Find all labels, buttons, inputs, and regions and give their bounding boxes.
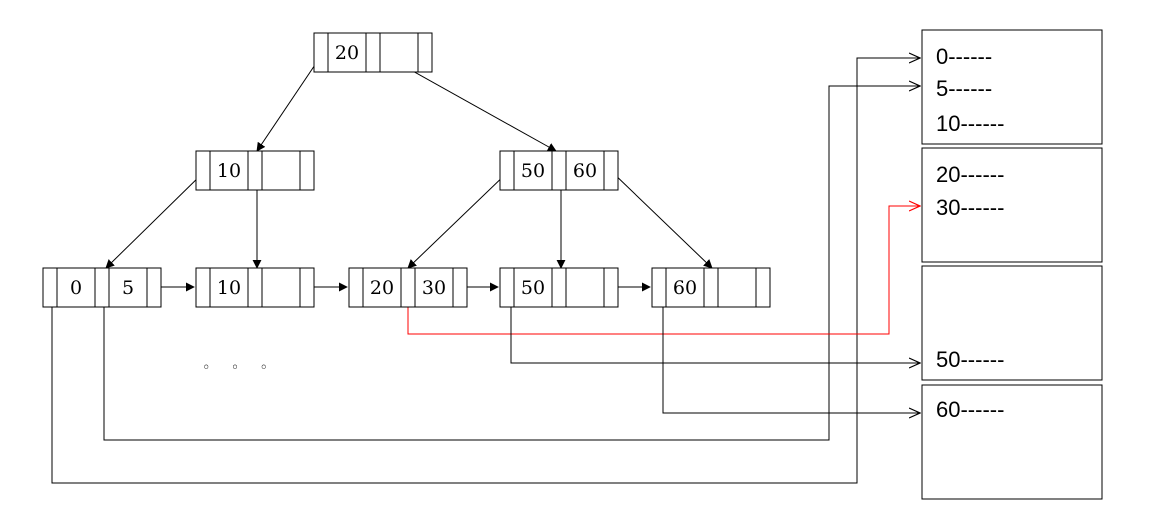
- internal-right-key-1: 50: [521, 160, 545, 182]
- leaf-5-key-1: 60: [673, 277, 697, 299]
- more-leaves-ellipsis: ◦ ◦ ◦: [202, 360, 276, 376]
- record-pointer-5: [103, 86, 920, 441]
- record-pointer-0: [51, 58, 920, 484]
- leaf-node-5: 60: [651, 267, 771, 308]
- data-page-1-record-3: 10------: [936, 111, 1004, 136]
- leaf-3-key-1: 20: [370, 277, 394, 299]
- edge-internal2-to-leaf5: [609, 169, 713, 269]
- data-page-2-record-2: 30------: [936, 195, 1004, 220]
- record-pointer-60: [662, 287, 920, 413]
- edge-internal2-to-leaf3: [407, 169, 511, 269]
- record-pointers: [51, 58, 920, 484]
- data-page-2-record-1: 20------: [936, 162, 1004, 187]
- data-page-1-record-2: 5------: [936, 76, 992, 101]
- data-page-4: 60------: [921, 384, 1103, 500]
- internal-node-right: 50 60: [499, 150, 619, 191]
- leaf-1-key-1: 0: [70, 277, 82, 299]
- root-node: 20: [313, 32, 433, 73]
- data-page-2: 20------ 30------: [921, 147, 1103, 263]
- data-page-1-record-1: 0------: [936, 44, 992, 69]
- leaf-node-1: 0 5: [42, 267, 162, 308]
- leaf-4-key-1: 50: [521, 277, 545, 299]
- leaf-3-key-2: 30: [422, 277, 446, 299]
- record-pointer-30: [407, 206, 920, 335]
- record-pointer-50: [510, 287, 920, 363]
- leaf-1-key-2: 5: [122, 277, 134, 299]
- data-page-4-record-1: 60------: [936, 397, 1004, 422]
- data-page-3: 50------: [921, 265, 1103, 381]
- data-page-1: 0------ 5------ 10------: [921, 29, 1103, 145]
- leaf-node-2: 10: [195, 267, 315, 308]
- leaf-2-key-1: 10: [217, 277, 241, 299]
- internal-node-left: 10: [195, 150, 315, 191]
- edge-internal1-to-leaf1: [105, 169, 207, 269]
- data-page-3-record-1: 50------: [936, 347, 1004, 372]
- root-key-1: 20: [335, 42, 359, 64]
- internal-left-key-1: 10: [217, 160, 241, 182]
- leaf-node-4: 50: [499, 267, 619, 308]
- internal-right-key-2: 60: [573, 160, 597, 182]
- leaf-node-3: 20 30: [348, 267, 468, 308]
